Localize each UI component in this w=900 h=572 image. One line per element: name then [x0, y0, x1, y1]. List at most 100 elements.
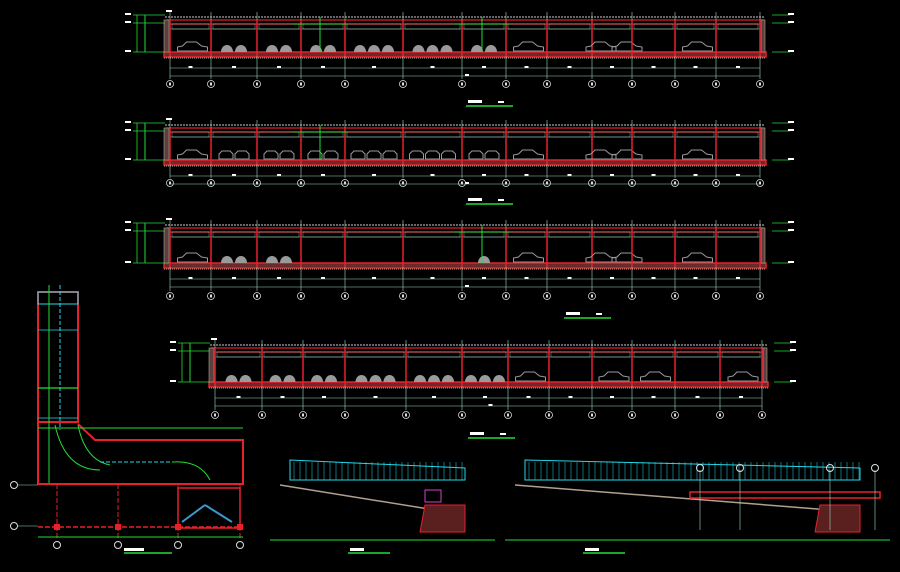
axis-bubble-label	[591, 82, 593, 86]
tire-icon	[383, 375, 396, 382]
dimension-label	[483, 396, 487, 398]
axis-bubble-label	[631, 413, 633, 417]
beam	[507, 231, 546, 238]
beam	[171, 23, 210, 30]
dimension-label	[567, 174, 572, 176]
tire-icon	[428, 375, 440, 382]
tire-icon	[414, 375, 426, 382]
dimension-label	[236, 396, 241, 398]
axis-bubble-label	[759, 181, 761, 185]
axis-bubble	[712, 179, 720, 187]
axis-bubble-label	[674, 82, 676, 86]
car-icon	[484, 150, 500, 160]
axis-bubble	[502, 292, 510, 300]
axis-bubble	[341, 411, 349, 419]
tire-icon	[225, 375, 238, 382]
beam	[463, 351, 507, 358]
axis-bubble	[712, 80, 720, 88]
dimension-label	[736, 277, 740, 279]
axis-bubble-label	[591, 413, 593, 417]
axis-bubble	[297, 179, 305, 187]
dimension-label	[567, 277, 572, 279]
car-icon	[513, 41, 544, 52]
axis-bubble-label	[256, 181, 258, 185]
axis-bubble-label	[631, 181, 633, 185]
beam	[717, 131, 759, 138]
tire-icon	[266, 45, 278, 52]
floor-plan	[10, 285, 244, 554]
dimension-label	[788, 158, 794, 160]
axis-bubble	[543, 179, 551, 187]
dimension-label	[170, 341, 176, 343]
beam	[593, 231, 631, 238]
axis-bubble-label	[548, 413, 550, 417]
dimension-label	[610, 66, 614, 68]
car-icon	[177, 252, 208, 263]
axis-bubble-label	[344, 294, 346, 298]
beam	[633, 23, 674, 30]
roof-slab	[689, 491, 881, 499]
tire-icon	[283, 375, 296, 382]
dimension-label	[651, 66, 656, 68]
stair-line	[181, 504, 206, 523]
beam	[463, 131, 505, 138]
dimension-label	[125, 229, 131, 231]
end-wall	[163, 19, 170, 53]
dimension-label	[277, 66, 281, 68]
section-title	[585, 548, 599, 551]
tire-icon	[311, 375, 323, 382]
dimension-label	[277, 277, 281, 279]
dimension-label	[125, 158, 131, 160]
axis-bubble-label	[256, 294, 258, 298]
car-icon	[585, 252, 617, 263]
axis-bubble	[736, 464, 744, 472]
car-icon	[177, 149, 208, 160]
beam	[346, 131, 402, 138]
tire-icon	[471, 45, 483, 52]
beam	[548, 23, 591, 30]
ramp-curve	[54, 424, 101, 471]
axis-bubble	[299, 411, 307, 419]
dimension-label	[482, 66, 486, 68]
car-icon	[727, 371, 759, 382]
axis-bubble	[53, 541, 61, 549]
tire-icon	[465, 375, 477, 382]
axis-bubble	[458, 292, 466, 300]
tire-icon	[269, 375, 282, 382]
car-icon	[441, 150, 456, 160]
dimension-label	[788, 13, 794, 15]
axis-bubble-label	[507, 413, 509, 417]
axis-bubble	[712, 292, 720, 300]
tire-icon	[280, 256, 292, 263]
ramp-curve	[77, 424, 111, 466]
dimension-label	[693, 277, 698, 279]
dimension-label	[610, 396, 614, 398]
tire-icon	[382, 45, 394, 52]
dimension-label	[125, 50, 131, 52]
floor-slab	[163, 159, 767, 166]
column	[54, 524, 60, 530]
beam	[346, 23, 402, 30]
ramp-section-1	[270, 459, 495, 554]
axis-bubble	[756, 179, 764, 187]
roof-slab	[210, 347, 767, 353]
beam	[258, 131, 300, 138]
axis-bubble	[236, 541, 244, 549]
beam	[717, 231, 759, 238]
end-wall	[208, 347, 215, 383]
scale-label	[596, 313, 602, 315]
dimension-label	[788, 121, 794, 123]
axis-bubble	[671, 80, 679, 88]
dimension-label	[465, 182, 469, 184]
axis-bubble-label	[546, 181, 548, 185]
axis-bubble	[716, 411, 724, 419]
beam	[676, 351, 719, 358]
scale-label	[500, 433, 506, 435]
floor-slab	[163, 51, 767, 58]
end-wall	[760, 127, 766, 161]
dimension-label	[372, 66, 376, 68]
dimension-label	[790, 349, 796, 351]
dimension-label	[125, 221, 131, 223]
beam	[404, 23, 461, 30]
